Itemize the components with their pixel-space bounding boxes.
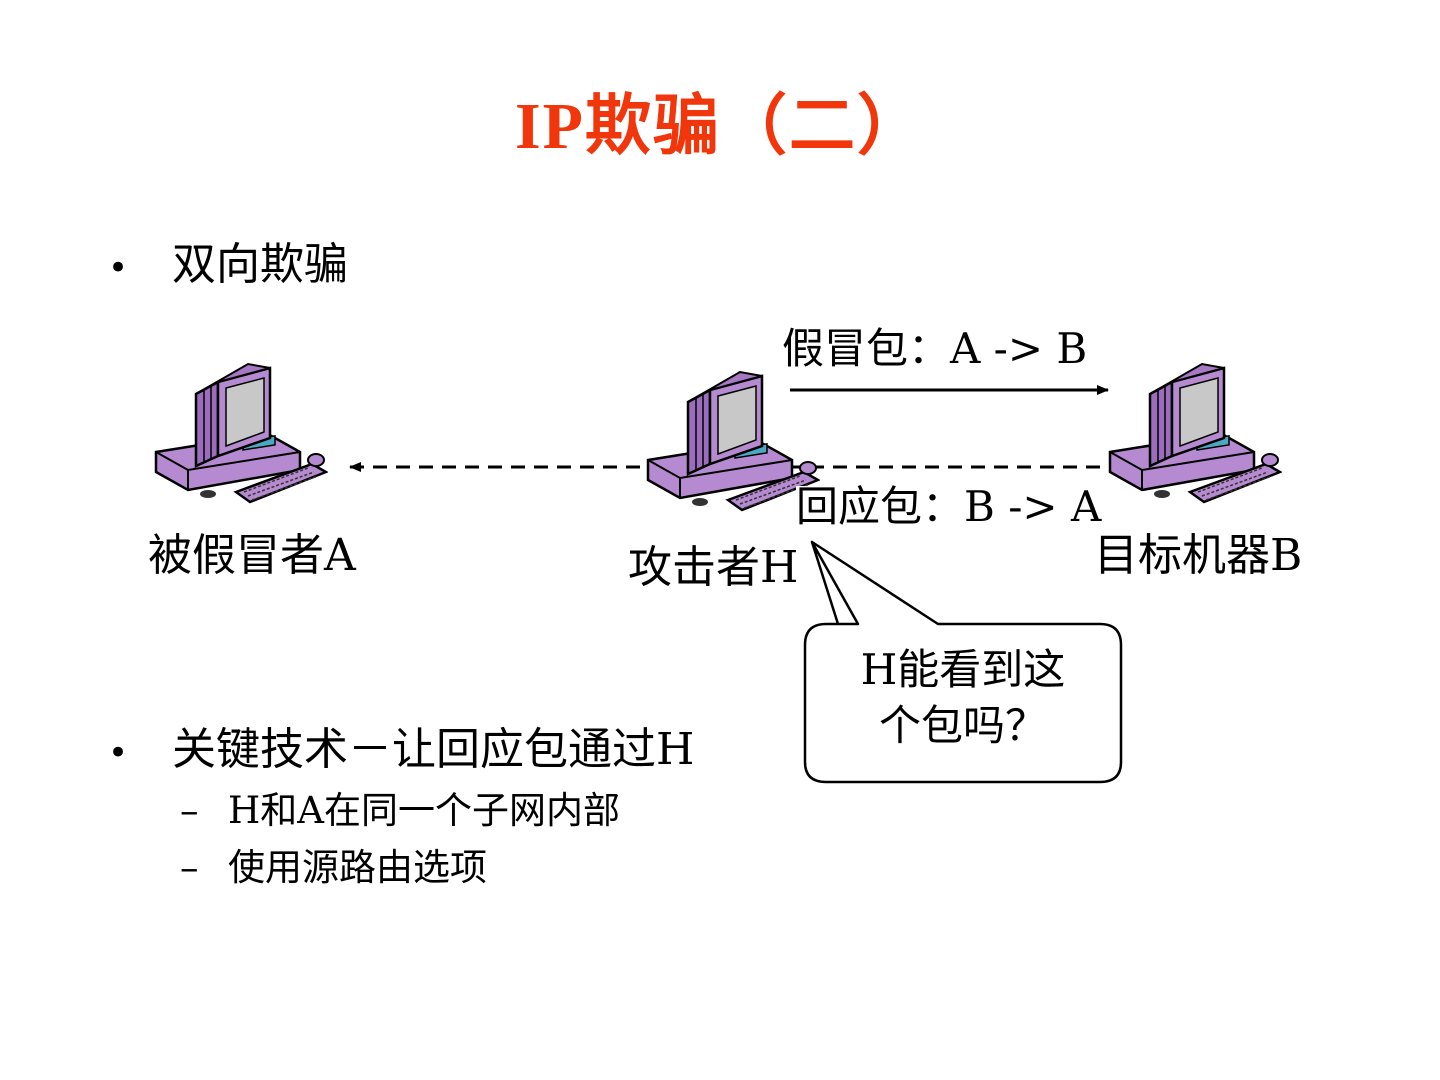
bullet-item: •关键技术－让回应包通过H — [108, 728, 694, 772]
callout-line: 个包吗？ — [878, 701, 1047, 750]
node-label-a: 被假冒者A — [148, 530, 356, 581]
computer-icon — [646, 370, 820, 512]
bullet-dot: • — [108, 732, 129, 773]
computer-icon — [154, 362, 328, 504]
callout-text: H能看到这 个包吗？ — [805, 642, 1121, 754]
computer-icon — [1108, 362, 1282, 504]
bullet-dot: • — [108, 247, 129, 288]
slide-title: IP欺骗（二） — [515, 90, 925, 163]
sub-bullet-item: –使用源路由选项 — [180, 849, 487, 886]
callout-line: H能看到这 — [860, 645, 1066, 694]
sub-bullet-text: H和A在同一个子网内部 — [228, 789, 620, 832]
bullet-item: •双向欺骗 — [108, 243, 348, 287]
sub-bullet-dash: – — [180, 789, 199, 832]
sub-bullet-item: –H和A在同一个子网内部 — [180, 792, 620, 829]
reply-packet-label: 回应包：B -> A — [796, 482, 1102, 531]
callout-bubble — [803, 540, 1123, 784]
sub-bullet-text: 使用源路由选项 — [228, 846, 487, 889]
bullet-text: 关键技术－让回应包通过H — [172, 724, 695, 775]
sub-bullet-dash: – — [180, 846, 199, 889]
node-label-h: 攻击者H — [628, 542, 799, 593]
spoofed-packet-label: 假冒包：A -> B — [782, 324, 1088, 373]
node-label-b: 目标机器B — [1094, 530, 1303, 581]
bullet-text: 双向欺骗 — [172, 239, 348, 290]
